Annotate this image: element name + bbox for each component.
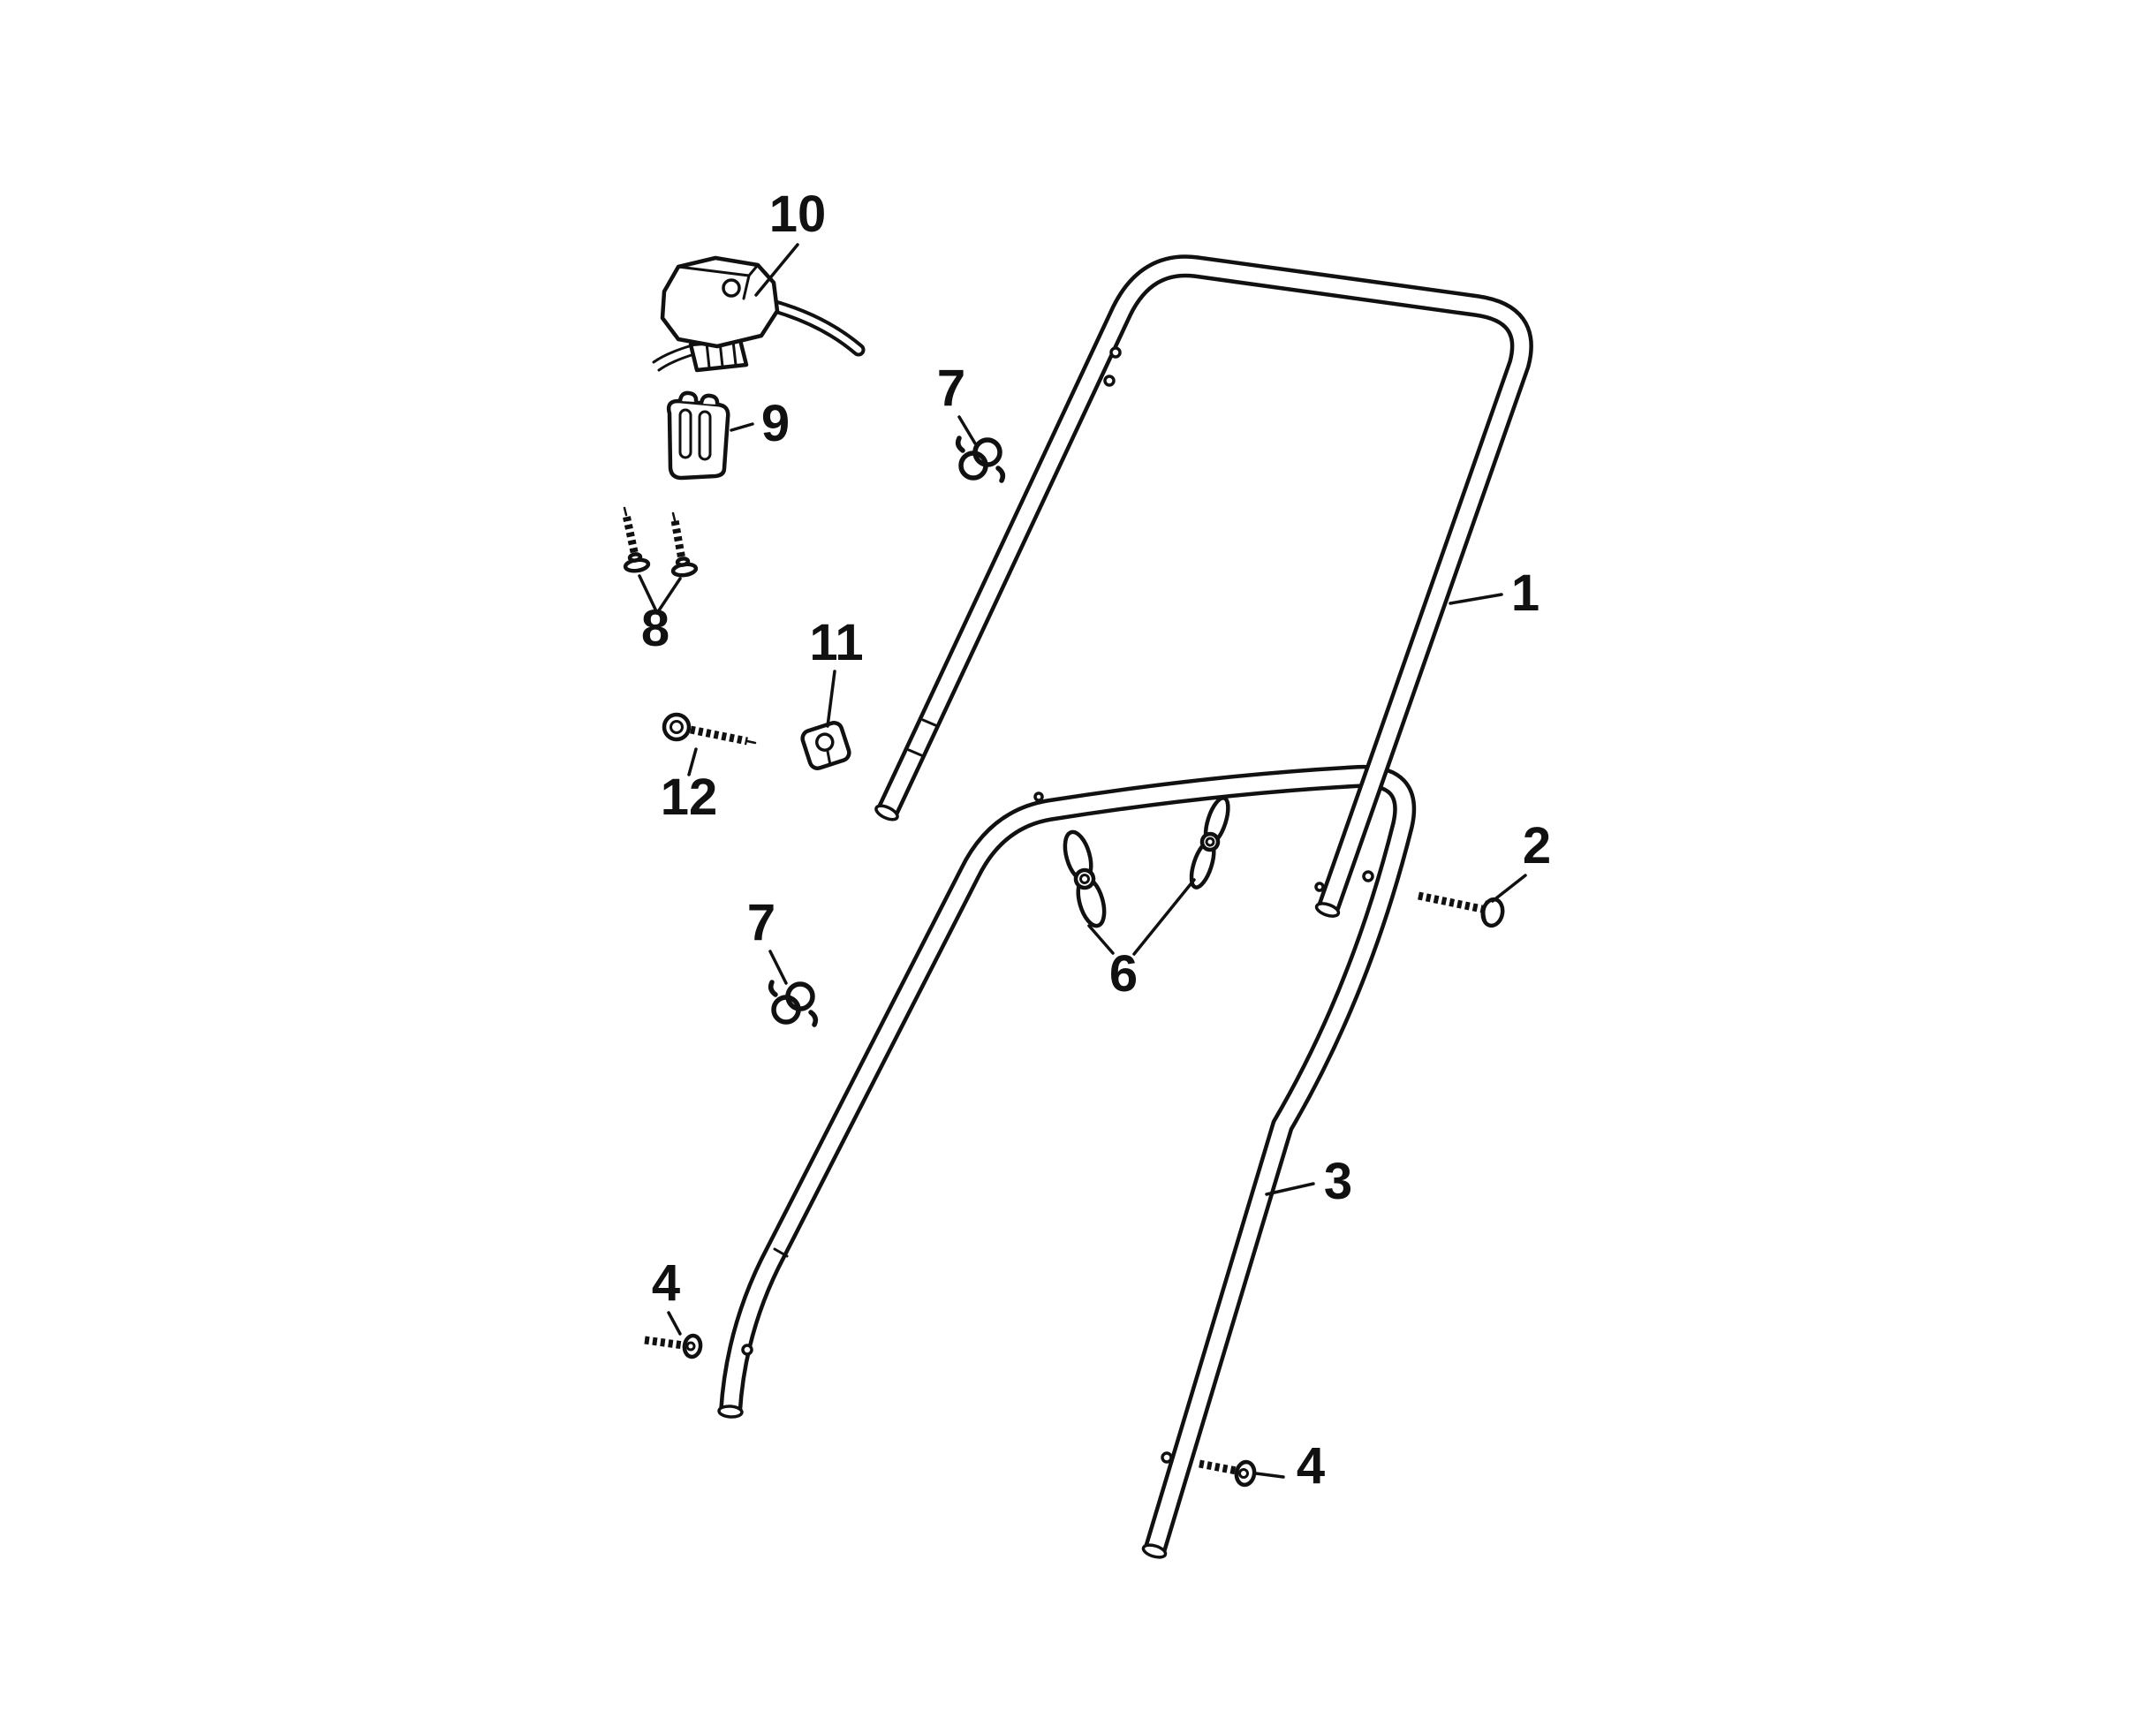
leader-lines xyxy=(638,243,1527,1479)
part-hex-screw xyxy=(662,712,757,746)
leader-12 xyxy=(687,747,698,776)
clamp-slot xyxy=(826,749,832,767)
bolt-head-dome xyxy=(1482,900,1488,926)
callout-label-2: 2 xyxy=(1523,817,1551,875)
screw-tip xyxy=(745,739,757,745)
screw-thread xyxy=(1199,1459,1237,1475)
knob-hole xyxy=(1205,837,1215,847)
callout-label-12: 12 xyxy=(661,769,718,826)
part-cable-clamp xyxy=(800,721,851,770)
clip-loop xyxy=(785,981,815,1011)
leader-8a xyxy=(638,574,659,615)
control-cable xyxy=(652,345,691,364)
tube-end-cap xyxy=(874,804,899,822)
part-cable-clip-upper xyxy=(955,435,1006,483)
callout-label-4-left: 4 xyxy=(652,1254,680,1312)
screw-tip xyxy=(623,506,628,517)
callout-label-6: 6 xyxy=(1109,945,1138,1003)
leader-11 xyxy=(826,670,836,728)
bracket-tab xyxy=(699,393,720,405)
clip-loop xyxy=(972,437,1002,467)
callout-labels: 10 9 8 11 12 7 7 1 2 6 3 4 4 xyxy=(641,186,1551,1495)
leader-6b xyxy=(1132,878,1196,956)
mounting-hole xyxy=(741,1344,753,1356)
pivot-hole xyxy=(722,278,741,298)
tube-end-cap xyxy=(717,1405,744,1419)
screw-head-center xyxy=(1238,1468,1249,1479)
part-screw-right xyxy=(1199,1459,1257,1488)
control-housing-detail xyxy=(677,263,760,300)
screw-head-center xyxy=(685,1341,696,1352)
screw-tip xyxy=(671,511,677,522)
knob-hole xyxy=(1079,874,1090,884)
callout-label-10: 10 xyxy=(769,186,827,243)
tube-joint-mark xyxy=(907,748,923,757)
callout-label-7-upper: 7 xyxy=(937,360,965,417)
part-wing-knob-left xyxy=(1063,829,1107,928)
control-lever-arm-fill xyxy=(768,302,862,353)
callout-label-7-lower: 7 xyxy=(747,894,775,951)
mounting-hole xyxy=(1033,791,1044,802)
mounting-hole xyxy=(1109,346,1122,359)
knob-hub xyxy=(1073,867,1096,890)
part-lower-handle xyxy=(717,764,1417,1559)
leader-7-upper xyxy=(957,415,977,445)
screw-head-hex xyxy=(669,720,684,734)
callout-label-9: 9 xyxy=(761,395,790,452)
leader-6a xyxy=(1087,924,1115,955)
tube-end-cap xyxy=(1141,1543,1168,1559)
leader-4-right xyxy=(1254,1472,1285,1479)
screw-head xyxy=(682,1333,703,1359)
screw-head xyxy=(1234,1459,1257,1488)
leader-2 xyxy=(1491,874,1527,903)
part-screw-pair xyxy=(622,506,699,578)
leader-7-lower xyxy=(768,950,788,985)
bolt-thread xyxy=(1418,891,1483,913)
leader-3 xyxy=(1265,1182,1315,1196)
callout-label-4-right: 4 xyxy=(1297,1437,1325,1495)
callout-label-11: 11 xyxy=(809,614,863,671)
mounting-hole xyxy=(1161,1451,1173,1464)
tube-joint-mark xyxy=(921,718,937,727)
leader-1 xyxy=(1449,593,1503,605)
callout-label-8: 8 xyxy=(641,600,669,657)
part-upper-handle xyxy=(874,254,1533,918)
control-cable xyxy=(657,352,696,372)
callout-label-3: 3 xyxy=(1324,1153,1352,1210)
part-wing-knob-right xyxy=(1189,796,1230,890)
part-screw-left xyxy=(644,1333,703,1359)
callout-label-1: 1 xyxy=(1511,564,1539,622)
clip-curl xyxy=(995,466,1006,483)
tube-end-cap xyxy=(1314,902,1341,918)
bracket-slot xyxy=(698,410,712,461)
bracket-tab xyxy=(677,390,699,403)
leader-10 xyxy=(754,243,799,297)
screw-thread xyxy=(644,1336,685,1350)
mounting-hole xyxy=(1314,882,1325,892)
clip-curl xyxy=(955,435,965,453)
screw-boss xyxy=(675,557,691,567)
screw-boss xyxy=(627,552,643,563)
tube-joint-mark xyxy=(773,1247,789,1258)
leader-9 xyxy=(730,422,754,432)
screw-head xyxy=(662,712,692,742)
clip-curl xyxy=(808,1010,819,1027)
part-bracket xyxy=(666,390,730,481)
part-cable-clip-lower xyxy=(768,980,819,1027)
part-control-lever xyxy=(652,255,866,373)
mounting-hole xyxy=(1362,870,1374,882)
bracket-slot xyxy=(678,408,692,459)
leader-4-left xyxy=(667,1311,682,1336)
screw-thread xyxy=(690,725,748,746)
mounting-hole xyxy=(1103,375,1116,387)
leader-8b xyxy=(655,577,682,615)
knob-hub xyxy=(1199,831,1221,852)
clip-curl xyxy=(768,980,778,997)
